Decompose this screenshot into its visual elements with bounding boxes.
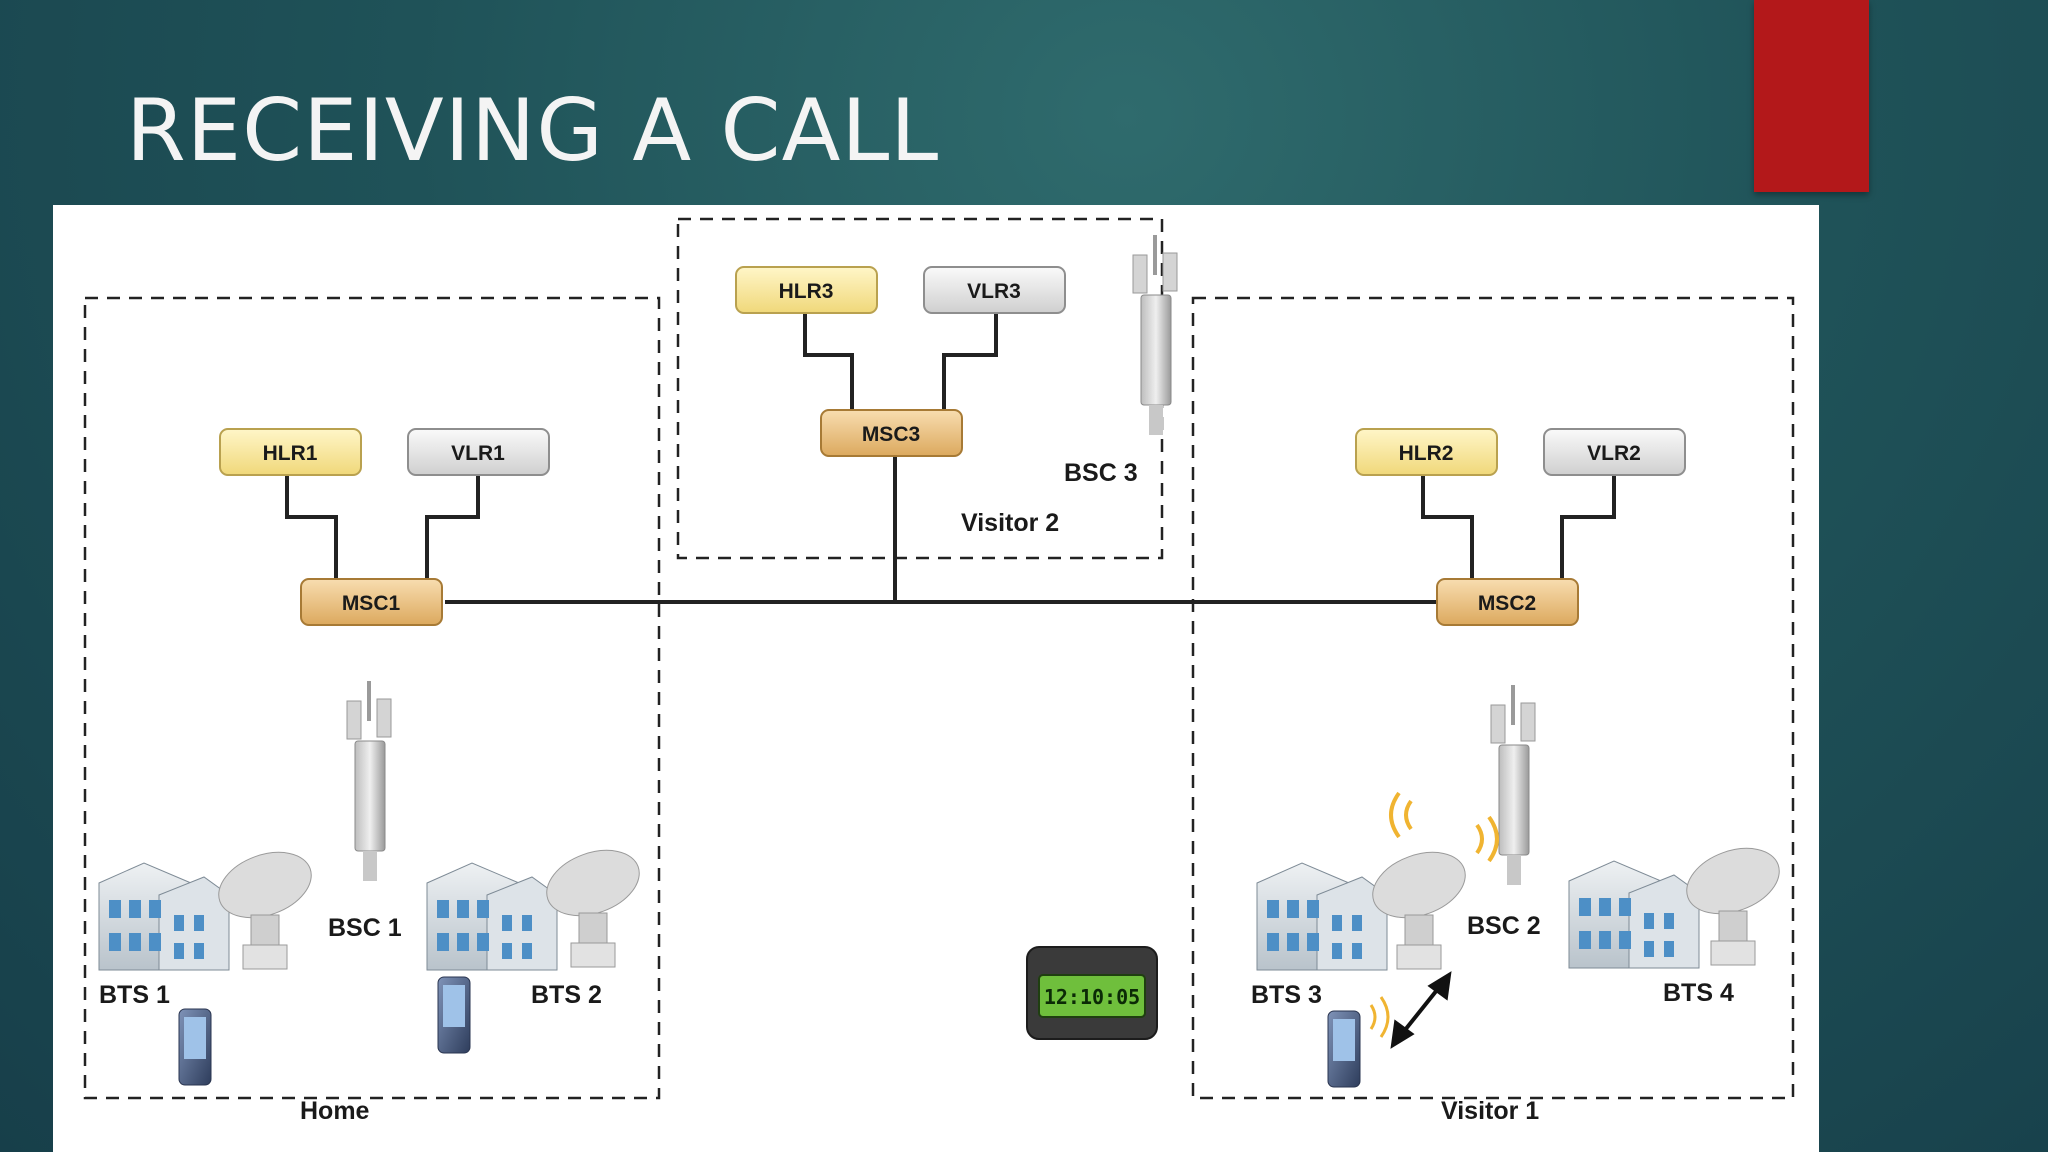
hlr3-node: HLR3 — [735, 266, 878, 314]
bts3-building-icon — [1256, 862, 1388, 971]
vlr2-node: VLR2 — [1543, 428, 1686, 476]
hlr2-node: HLR2 — [1355, 428, 1498, 476]
msc2-node: MSC2 — [1436, 578, 1579, 626]
double-arrow-icon — [1390, 971, 1452, 1049]
hlr1-label: HLR1 — [263, 442, 318, 465]
home-label: Home — [300, 1097, 370, 1125]
vlr3-msc3-link — [942, 313, 998, 412]
signal-waves-icon — [1389, 791, 1499, 863]
visitor2-label: Visitor 2 — [961, 509, 1059, 537]
accent-bar — [1754, 0, 1869, 192]
bsc1-tower-icon — [346, 681, 392, 881]
bts2-label: BTS 2 — [531, 981, 602, 1009]
bts1-dish-icon — [218, 851, 312, 970]
msc3-label: MSC3 — [862, 423, 920, 446]
bts2-dish-icon — [546, 849, 640, 968]
vlr1-label: VLR1 — [451, 442, 505, 465]
vlr1-msc1-link — [425, 475, 480, 579]
network-diagram: HLR1 VLR1 MSC1 HLR3 VLR3 MSC3 HLR2 VLR2 … — [53, 205, 1819, 1152]
msc1-node: MSC1 — [300, 578, 443, 626]
phone-signal-icon — [1369, 996, 1390, 1038]
bts4-building-icon — [1568, 860, 1700, 969]
vlr3-node: VLR3 — [923, 266, 1066, 314]
clock-icon: 12:10:05 — [1026, 946, 1158, 1040]
bts3-dish-icon — [1372, 851, 1466, 970]
vlr3-label: VLR3 — [967, 280, 1021, 303]
bts3-label: BTS 3 — [1251, 981, 1322, 1009]
visitor1-region — [1191, 296, 1795, 1100]
bsc3-tower-icon — [1132, 235, 1178, 435]
visitor1-label: Visitor 1 — [1441, 1097, 1539, 1125]
hlr2-label: HLR2 — [1399, 442, 1454, 465]
hlr1-msc1-link — [285, 475, 338, 579]
msc2-label: MSC2 — [1478, 592, 1536, 615]
hlr3-label: HLR3 — [779, 280, 834, 303]
bsc1-label: BSC 1 — [328, 914, 402, 942]
bts4-dish-icon — [1686, 847, 1780, 966]
bts2-building-icon — [426, 862, 558, 971]
hlr1-node: HLR1 — [219, 428, 362, 476]
slide-title: RECEIVING A CALL — [126, 81, 940, 181]
bts1-label: BTS 1 — [99, 981, 170, 1009]
mobile-phone-icon — [178, 1008, 212, 1086]
msc3-node: MSC3 — [820, 409, 963, 457]
home-region — [83, 296, 661, 1100]
msc1-label: MSC1 — [342, 592, 401, 615]
vlr2-label: VLR2 — [1587, 442, 1641, 465]
bsc2-tower-icon — [1490, 685, 1536, 885]
mobile-phone-icon — [437, 976, 471, 1054]
bts4-label: BTS 4 — [1663, 979, 1734, 1007]
hlr2-msc2-link — [1421, 475, 1474, 579]
vlr2-msc2-link — [1560, 475, 1616, 579]
clock-display: 12:10:05 — [1044, 985, 1140, 1009]
mobile-phone-icon — [1327, 1010, 1361, 1088]
hlr3-msc3-link — [803, 313, 854, 412]
bsc2-label: BSC 2 — [1467, 912, 1541, 940]
bts1-building-icon — [98, 862, 230, 971]
vlr1-node: VLR1 — [407, 428, 550, 476]
bsc3-label: BSC 3 — [1064, 459, 1138, 487]
visitor2-region — [676, 217, 1164, 560]
